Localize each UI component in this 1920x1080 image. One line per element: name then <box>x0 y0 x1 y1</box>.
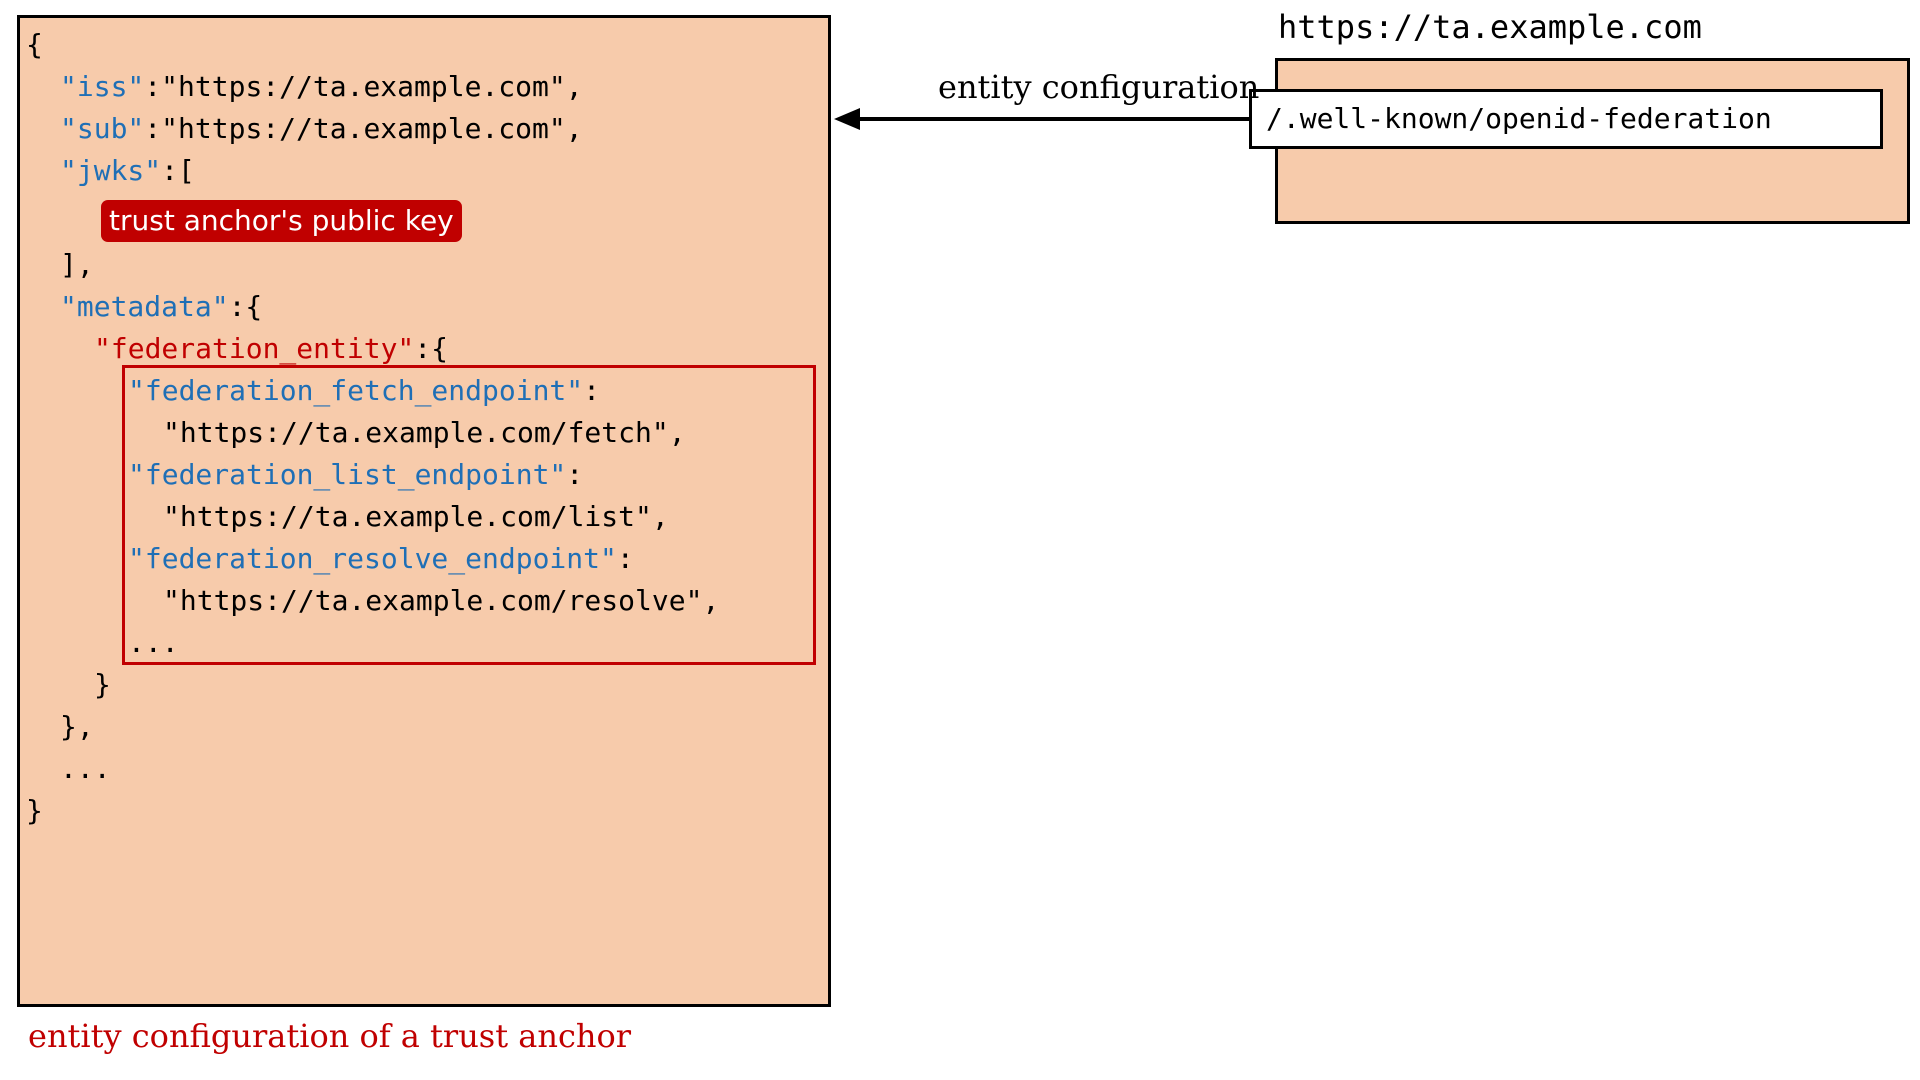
code-line-fetch-url: "https://ta.example.com/fetch", <box>163 416 686 449</box>
json-code-block: { "iss":"https://ta.example.com", "sub":… <box>20 18 828 1004</box>
code-line: }, <box>60 710 94 743</box>
json-key-federation-entity: "federation_entity" <box>94 332 415 365</box>
json-key-sub: "sub" <box>60 112 145 145</box>
code-line-ellipsis: ... <box>128 626 179 659</box>
code-line: } <box>26 794 43 827</box>
arrow-head <box>834 108 860 130</box>
code-line-resolve-url: "https://ta.example.com/resolve", <box>163 584 720 617</box>
code-line-resolve-endpoint: "federation_resolve_endpoint": <box>128 542 634 575</box>
well-known-endpoint-box: /.well-known/openid-federation <box>1249 89 1883 149</box>
entity-configuration-box: { "iss":"https://ta.example.com", "sub":… <box>17 15 831 1007</box>
code-line-list-endpoint: "federation_list_endpoint": <box>128 458 584 491</box>
json-key-metadata: "metadata" <box>60 290 229 323</box>
json-key-fetch-endpoint: "federation_fetch_endpoint" <box>128 374 584 407</box>
code-line-list-url: "https://ta.example.com/list", <box>163 500 669 533</box>
code-line-federation-entity: "federation_entity":{ <box>94 332 449 365</box>
json-key-iss: "iss" <box>60 70 145 103</box>
code-line-metadata: "metadata":{ <box>60 290 263 323</box>
json-key-list-endpoint: "federation_list_endpoint" <box>128 458 567 491</box>
code-line: ], <box>60 248 94 281</box>
endpoints-highlight-box <box>122 365 816 665</box>
code-line-iss: "iss":"https://ta.example.com", <box>60 70 583 103</box>
json-key-resolve-endpoint: "federation_resolve_endpoint" <box>128 542 617 575</box>
code-line: } <box>94 668 111 701</box>
code-line-jwks: "jwks":[ <box>60 154 195 187</box>
json-key-jwks: "jwks" <box>60 154 162 187</box>
code-line-sub: "sub":"https://ta.example.com", <box>60 112 583 145</box>
trust-anchor-public-key-badge: trust anchor's public key <box>101 200 462 242</box>
code-line: { <box>26 28 43 61</box>
code-line-ellipsis: ... <box>60 752 111 785</box>
entity-configuration-caption: entity configuration of a trust anchor <box>28 1017 632 1055</box>
server-host-title: https://ta.example.com <box>1278 8 1702 46</box>
code-line-fetch-endpoint: "federation_fetch_endpoint": <box>128 374 601 407</box>
arrow-label: entity configuration <box>938 68 1260 106</box>
